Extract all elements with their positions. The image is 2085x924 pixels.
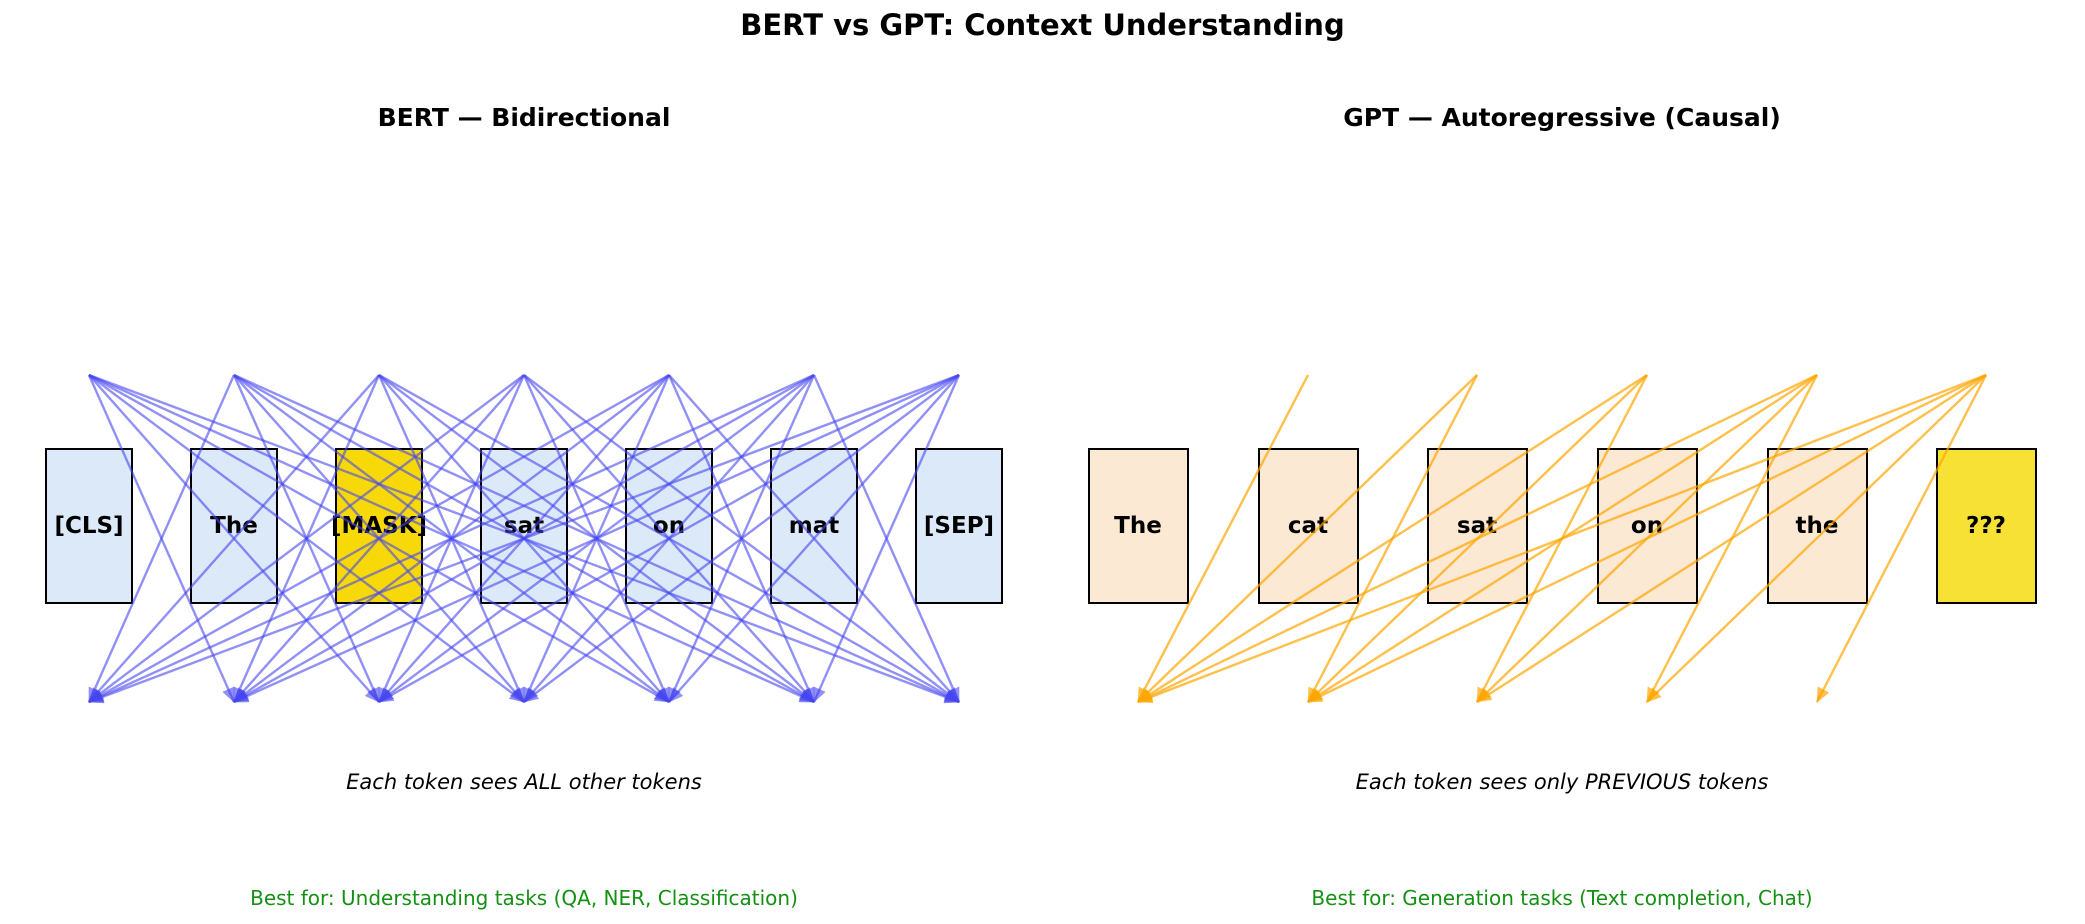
bert-attention-arrow-0-to-3: [88, 374, 525, 703]
bert-token-box-0: [CLS]: [45, 448, 133, 604]
bert-attention-arrow-4-to-1: [233, 374, 670, 703]
bert-token-box-2: [MASK]: [331, 448, 427, 604]
gpt-token-box-2: sat: [1426, 448, 1528, 604]
bert-token-box-5: mat: [770, 448, 858, 604]
bert-token-box-4: on: [625, 448, 713, 604]
bert-attention-arrow-3-to-6: [523, 374, 960, 703]
bert-attention-arrow-6-to-3: [523, 374, 960, 703]
bert-attention-arrow-5-to-2: [378, 374, 815, 703]
gpt-token-box-1: cat: [1257, 448, 1359, 604]
bert-token-label-4: on: [652, 513, 686, 539]
gpt-best-for: Best for: Generation tasks (Text complet…: [1311, 886, 1813, 910]
bert-token-label-0: [CLS]: [54, 513, 124, 539]
bert-token-box-3: sat: [480, 448, 568, 604]
bert-token-label-1: The: [210, 513, 258, 539]
gpt-caption: Each token sees only PREVIOUS tokens: [1355, 770, 1769, 794]
gpt-token-label-0: The: [1114, 513, 1162, 539]
gpt-attention-arrow-5-to-2: [1476, 373, 1987, 704]
bert-attention-arrow-2-to-5: [378, 374, 815, 703]
gpt-token-label-1: cat: [1287, 513, 1329, 539]
gpt-attention-arrow-3-to-0: [1137, 373, 1648, 704]
bert-best-for: Best for: Understanding tasks (QA, NER, …: [250, 886, 798, 910]
gpt-panel-title: GPT — Autoregressive (Causal): [1343, 103, 1781, 132]
bert-attention-arrow-1-to-4: [233, 374, 670, 703]
gpt-token-label-3: on: [1630, 513, 1664, 539]
bert-token-box-6: [SEP]: [915, 448, 1003, 604]
bert-token-label-2: [MASK]: [330, 513, 428, 539]
bert-attention-arrow-3-to-0: [88, 374, 525, 703]
bert-token-box-1: The: [190, 448, 278, 604]
gpt-token-box-5: ???: [1935, 448, 2037, 604]
gpt-token-box-3: on: [1596, 448, 1698, 604]
gpt-token-label-2: sat: [1456, 513, 1498, 539]
bert-token-label-5: mat: [788, 513, 840, 539]
gpt-token-label-5: ???: [1965, 513, 2007, 539]
bert-token-label-6: [SEP]: [923, 513, 995, 539]
gpt-token-box-0: The: [1087, 448, 1189, 604]
bert-panel-title: BERT — Bidirectional: [377, 103, 671, 132]
figure-title: BERT vs GPT: Context Understanding: [740, 8, 1345, 42]
gpt-attention-arrow-4-to-1: [1307, 373, 1818, 704]
bert-caption: Each token sees ALL other tokens: [346, 770, 702, 794]
gpt-token-label-4: the: [1795, 513, 1839, 539]
bert-token-label-3: sat: [503, 513, 545, 539]
gpt-token-box-4: the: [1766, 448, 1868, 604]
